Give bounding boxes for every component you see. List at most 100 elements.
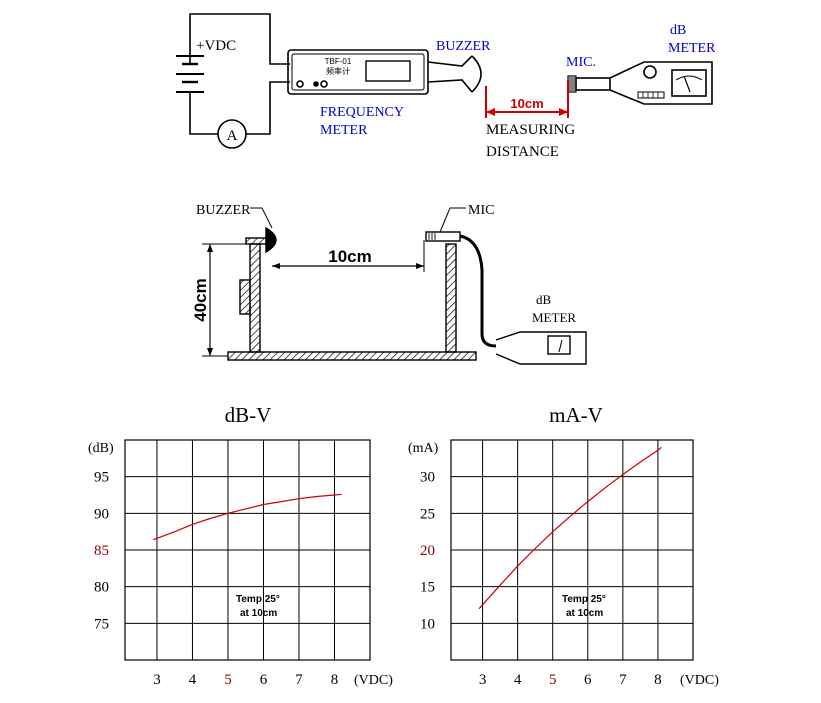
mic-grille	[569, 77, 575, 91]
db-meter-needle	[558, 339, 563, 353]
arrow-left-icon	[272, 263, 280, 269]
x-tick-label: 6	[584, 672, 592, 688]
db-meter-dial	[671, 69, 707, 97]
y-tick-label: 20	[420, 543, 435, 559]
chart-title: mA-V	[549, 403, 603, 427]
x-tick-label: 8	[331, 672, 339, 688]
device-cn-label: 频率计	[326, 66, 350, 76]
setup-buzzer-label: BUZZER	[196, 203, 251, 218]
y-tick-label: 75	[94, 616, 109, 632]
db-meter-button-dividers	[642, 92, 659, 98]
y-tick-label: 85	[94, 543, 109, 559]
x-tick-label: 3	[153, 672, 161, 688]
chart-annotation-temp: Temp 25°	[236, 594, 280, 605]
arrow-right-icon	[559, 108, 568, 116]
y-tick-label: 10	[420, 616, 435, 632]
meter-label: METER	[668, 41, 716, 56]
chart-title: dB-V	[225, 403, 272, 427]
plot-area	[450, 439, 694, 661]
knob-icon	[320, 80, 328, 88]
mic-shape	[425, 231, 461, 242]
buzzer-horn-shape	[427, 79, 473, 93]
x-axis-unit-label: (VDC)	[680, 673, 719, 688]
db-meter-knob-icon	[643, 65, 657, 79]
x-tick-label: 8	[654, 672, 662, 688]
chart-annotation-distance: at 10cm	[240, 608, 277, 619]
y-tick-label: 25	[420, 506, 435, 522]
frequency-meter-label-1: FREQUENCY	[320, 105, 404, 120]
buzzer-leader	[250, 207, 273, 229]
x-tick-label: 7	[619, 672, 627, 688]
mic-label: MIC.	[566, 55, 596, 70]
y-axis-unit-label: (mA)	[408, 441, 439, 456]
db-meter-body	[609, 61, 713, 105]
frequency-meter-inner	[291, 53, 425, 91]
setup-distance-label: 10cm	[328, 247, 371, 266]
frequency-meter-display	[365, 60, 411, 82]
chart-annotation-distance: at 10cm	[566, 608, 603, 619]
arrow-down-icon	[207, 348, 213, 356]
measuring-label: MEASURING	[486, 122, 575, 138]
y-tick-label: 80	[94, 580, 109, 596]
circuit-wire-top	[189, 13, 290, 65]
db-meter-scale-arc	[675, 75, 703, 81]
series-line	[153, 493, 342, 541]
y-tick-label: 90	[94, 506, 109, 522]
knob-icon	[296, 80, 304, 88]
setup-height-label: 40cm	[191, 278, 210, 321]
mic-cable	[459, 234, 497, 348]
db-meter-buttons	[637, 91, 665, 99]
plot-area	[124, 439, 371, 661]
left-post-step	[239, 279, 251, 315]
test-setup-diagram	[202, 207, 587, 365]
x-tick-label: 4	[514, 672, 522, 688]
distance-indicator	[485, 80, 569, 118]
distance-value-label: 10cm	[510, 96, 543, 111]
buzzer-dome-shape	[471, 55, 482, 93]
mic-grille	[428, 233, 436, 240]
setup-meter-label: METER	[532, 310, 576, 325]
arrow-up-icon	[207, 244, 213, 252]
left-post	[249, 243, 261, 353]
left-post-cap	[245, 237, 267, 245]
y-axis-unit-label: (dB)	[88, 441, 114, 456]
ammeter-symbol	[217, 119, 247, 149]
y-tick-label: 15	[420, 580, 435, 596]
frequency-meter-label-2: METER	[320, 123, 368, 138]
arrow-left-icon	[486, 108, 495, 116]
circuit-wire-bottom	[189, 92, 218, 135]
distance-label: DISTANCE	[486, 144, 559, 160]
circuit-diagram	[176, 13, 713, 149]
x-axis-unit-label: (VDC)	[354, 673, 393, 688]
ammeter-label: A	[227, 128, 238, 144]
base-plate	[227, 351, 477, 361]
db-label: dB	[670, 23, 686, 38]
x-tick-label: 6	[260, 672, 268, 688]
buzzer-label: BUZZER	[436, 39, 491, 54]
x-tick-label: 5	[224, 672, 232, 688]
db-meter-dial	[547, 335, 571, 355]
setup-db-label: dB	[536, 292, 552, 307]
battery-symbol	[176, 55, 204, 93]
frequency-meter-body	[287, 49, 429, 95]
right-post	[445, 243, 457, 353]
y-tick-label: 30	[420, 470, 435, 486]
x-tick-label: 3	[479, 672, 487, 688]
buzzer-horn-shape	[427, 55, 473, 67]
x-tick-label: 5	[549, 672, 557, 688]
device-model-label: TBF-01	[325, 57, 352, 66]
setup-mic-label: MIC	[468, 203, 494, 218]
led-icon	[313, 81, 319, 87]
vdc-label: +VDC	[196, 38, 236, 54]
series-line	[478, 446, 662, 610]
db-meter-body	[495, 331, 587, 365]
chart-db-v: dB-V (dB) (VDC) Temp 25° at 10cm 3 4 5 6 7 8 9…	[88, 403, 393, 688]
mic-leader	[439, 207, 466, 233]
db-meter-needle	[683, 75, 691, 93]
x-tick-label: 4	[189, 672, 197, 688]
x-tick-label: 7	[295, 672, 303, 688]
arrow-right-icon	[416, 263, 424, 269]
circuit-wire-right	[246, 81, 290, 135]
